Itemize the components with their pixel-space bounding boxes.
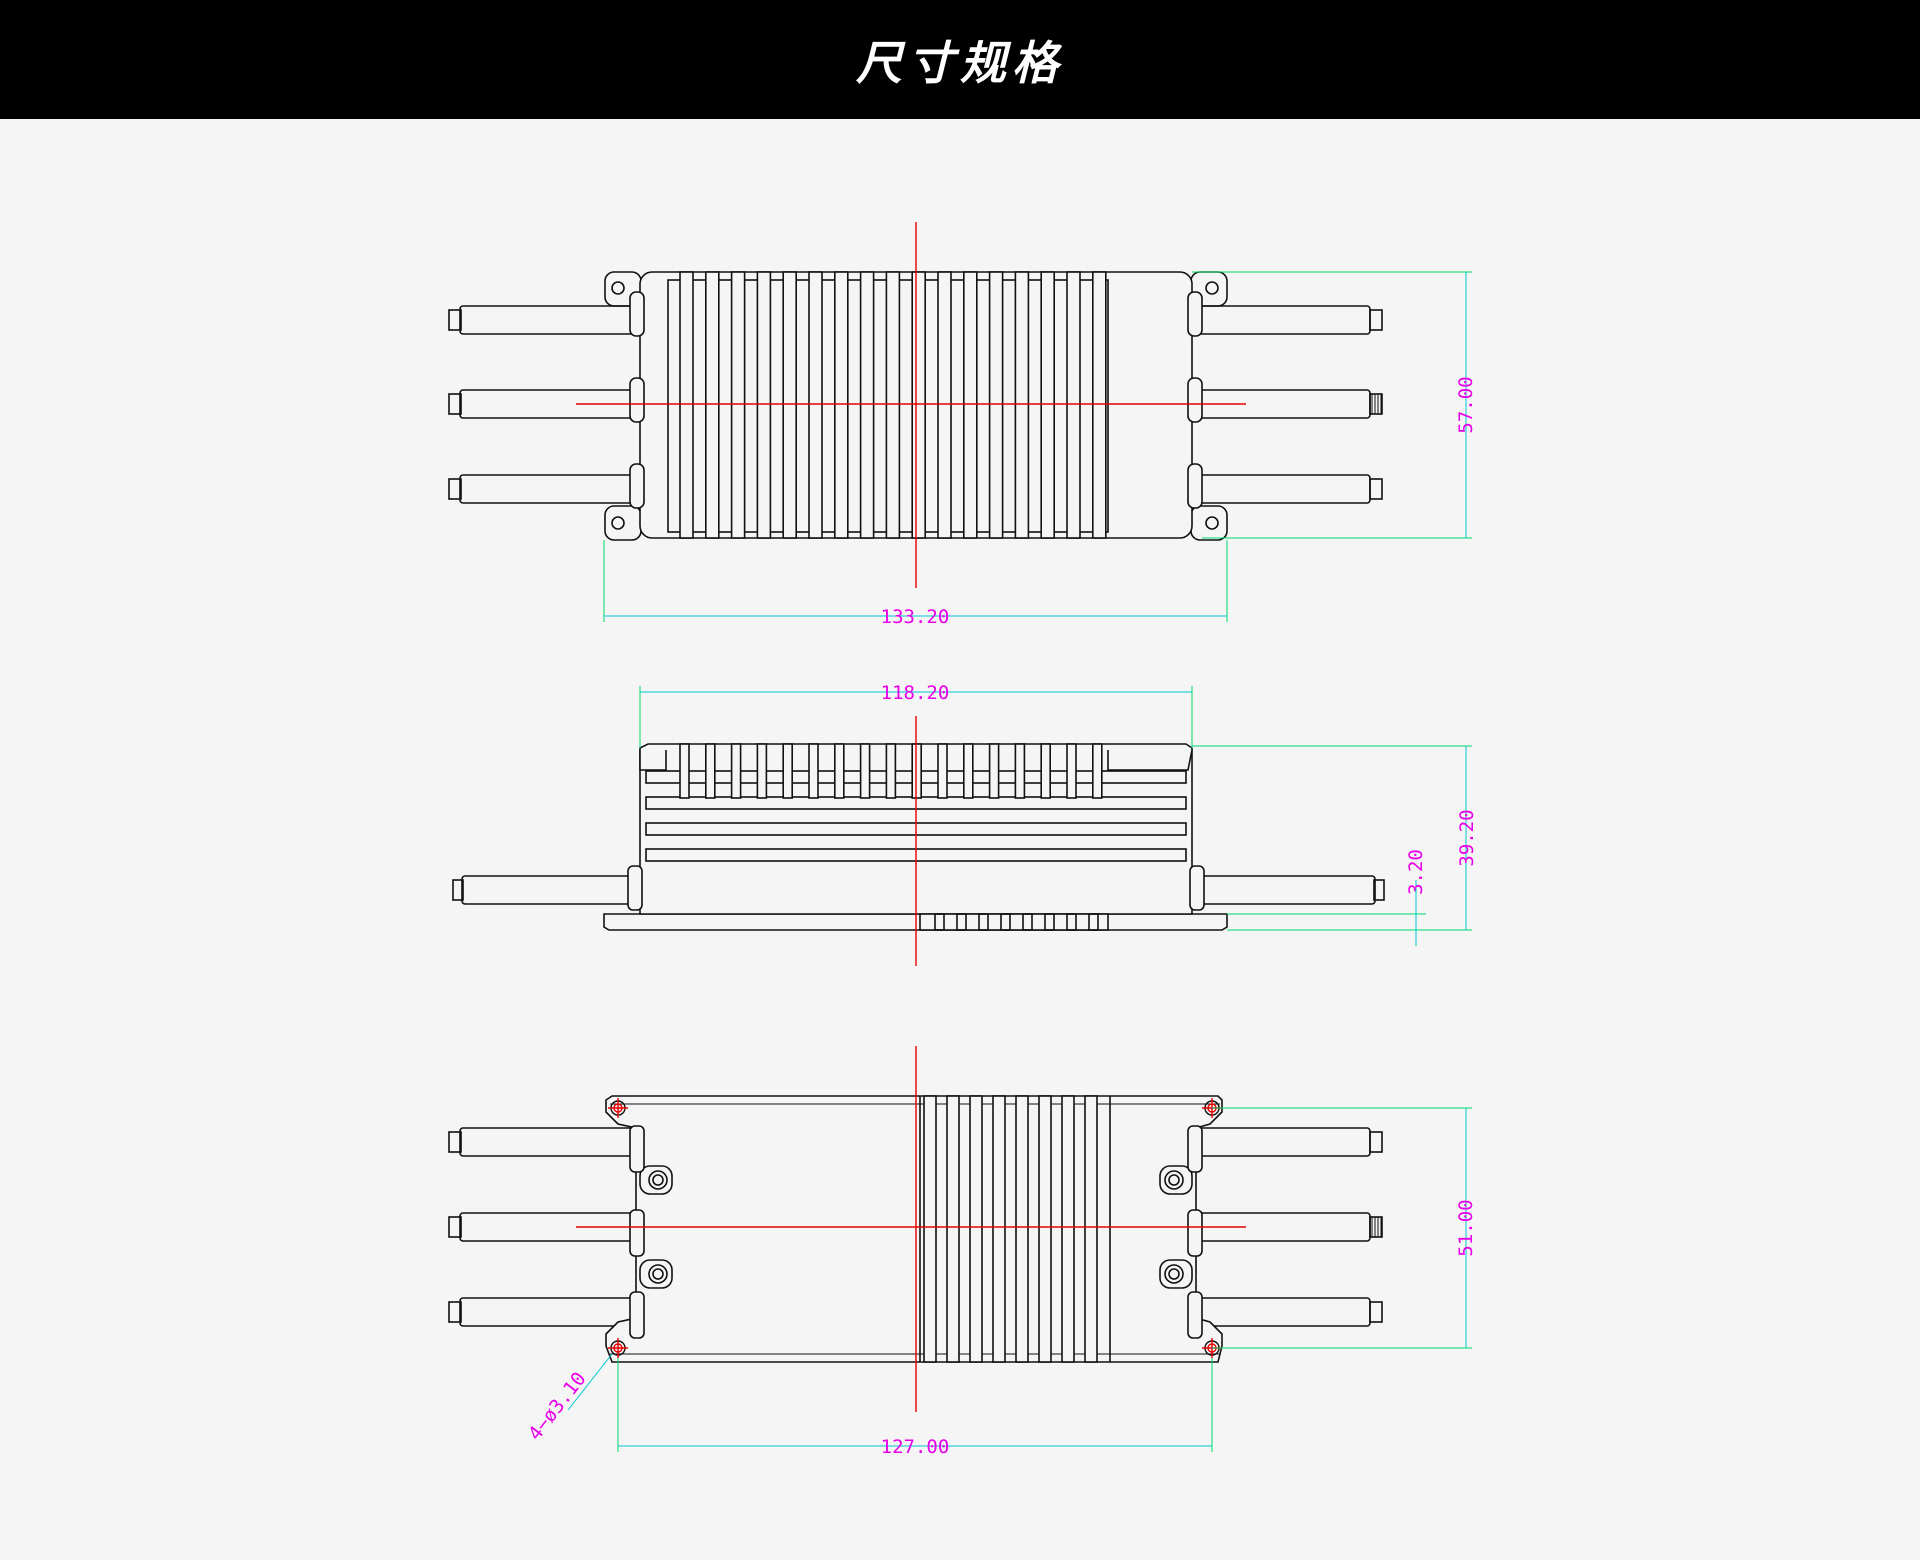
bottom-wire-left [459, 1127, 635, 1157]
centerlines [576, 222, 1246, 1412]
top-fin [911, 271, 927, 539]
side-bottom-fin [1044, 913, 1055, 931]
side-bottom-block [919, 913, 1109, 931]
top-fins [679, 271, 1107, 539]
side-fin [679, 743, 690, 799]
top-fin [730, 271, 746, 539]
dim-top-width: 133.20 [881, 606, 950, 628]
bottom-fin [1061, 1095, 1075, 1363]
side-bottom-fin [1000, 913, 1011, 931]
side-bottom-fins [919, 913, 1109, 931]
side-fin [962, 743, 974, 799]
top-fin [808, 271, 823, 539]
top-wire-left [459, 305, 635, 335]
side-bottom-fin [1066, 913, 1077, 931]
side-fin [988, 743, 1000, 799]
bottom-fin [992, 1095, 1006, 1363]
top-wire-right-tip [1369, 309, 1383, 331]
top-fin [988, 271, 1004, 539]
top-fin [885, 271, 901, 539]
side-fin [756, 743, 768, 799]
top-wire-right-tip [1369, 478, 1383, 500]
dim-bottom-height: 51.00 [1455, 1199, 1477, 1256]
top-fin [782, 271, 798, 539]
side-fin [1092, 743, 1103, 799]
page-title: 尺寸规格 [856, 35, 1064, 90]
bottom-fin [1084, 1095, 1098, 1363]
side-view [452, 743, 1385, 931]
bottom-fin [923, 1095, 937, 1363]
bottom-fin [946, 1095, 960, 1363]
top-fin [1014, 271, 1030, 539]
side-bottom-fin [1022, 913, 1033, 931]
bottom-bolts [639, 1165, 1193, 1289]
top-wire-right-tip [1369, 393, 1383, 415]
top-fin [833, 271, 849, 539]
side-fin [885, 743, 897, 799]
top-fin [937, 271, 952, 539]
bottom-fin [1015, 1095, 1029, 1363]
bottom-wire-right-tip [1369, 1131, 1383, 1153]
top-fin [859, 271, 875, 539]
side-fin [833, 743, 845, 799]
side-fin [937, 743, 948, 799]
bottom-body [605, 1095, 1223, 1363]
side-fin [859, 743, 871, 799]
top-fin [679, 271, 694, 539]
bottom-wire-right [1197, 1127, 1371, 1157]
top-wire-left-tip [448, 478, 462, 500]
side-bottom-fin [1088, 913, 1099, 931]
dimension-lines [567, 271, 1472, 1452]
side-fin [1066, 743, 1077, 799]
side-bottom-fin [956, 913, 967, 931]
side-fin [1040, 743, 1051, 799]
top-fin [1066, 271, 1081, 539]
top-wire-right [1197, 474, 1371, 504]
top-wire-left-tip [448, 309, 462, 331]
side-fin [1014, 743, 1026, 799]
top-fin [704, 271, 720, 539]
side-end-cap [639, 750, 667, 771]
side-fin [808, 743, 819, 799]
side-fin [782, 743, 794, 799]
dim-side-width: 118.20 [881, 682, 950, 704]
top-fin [1040, 271, 1055, 539]
top-wire-left-tip [448, 393, 462, 415]
bottom-fin [1038, 1095, 1052, 1363]
bottom-fins [919, 1095, 1111, 1363]
side-end-cap [1107, 749, 1193, 771]
top-wire-right [1197, 305, 1371, 335]
side-fins [639, 743, 1193, 799]
bottom-wire-left [459, 1297, 635, 1327]
bottom-wire-left-tip [448, 1216, 462, 1238]
side-fin [704, 743, 716, 799]
top-fin [1092, 271, 1107, 539]
top-wire-left [459, 474, 635, 504]
bottom-wire-left-tip [448, 1301, 462, 1323]
bottom-fin [969, 1095, 983, 1363]
dim-side-base: 3.20 [1405, 849, 1427, 895]
bottom-wire-right-tip [1369, 1301, 1383, 1323]
top-fin [962, 271, 978, 539]
top-fin [756, 271, 772, 539]
side-bottom-fin [934, 913, 945, 931]
bottom-wire-right-tip [1369, 1216, 1383, 1238]
top-end-plugs [629, 291, 1203, 509]
bottom-wire-right [1197, 1297, 1371, 1327]
side-bottom-fin [978, 913, 989, 931]
dim-top-height: 57.00 [1455, 376, 1477, 433]
bottom-wire-left-tip [448, 1131, 462, 1153]
side-fin [730, 743, 742, 799]
dim-side-height: 39.20 [1456, 809, 1478, 866]
dim-hole-spec: 4−ø3.10 [524, 1368, 591, 1445]
dim-bottom-hole-span: 127.00 [881, 1436, 950, 1458]
page-header: 尺寸规格 [0, 0, 1920, 119]
